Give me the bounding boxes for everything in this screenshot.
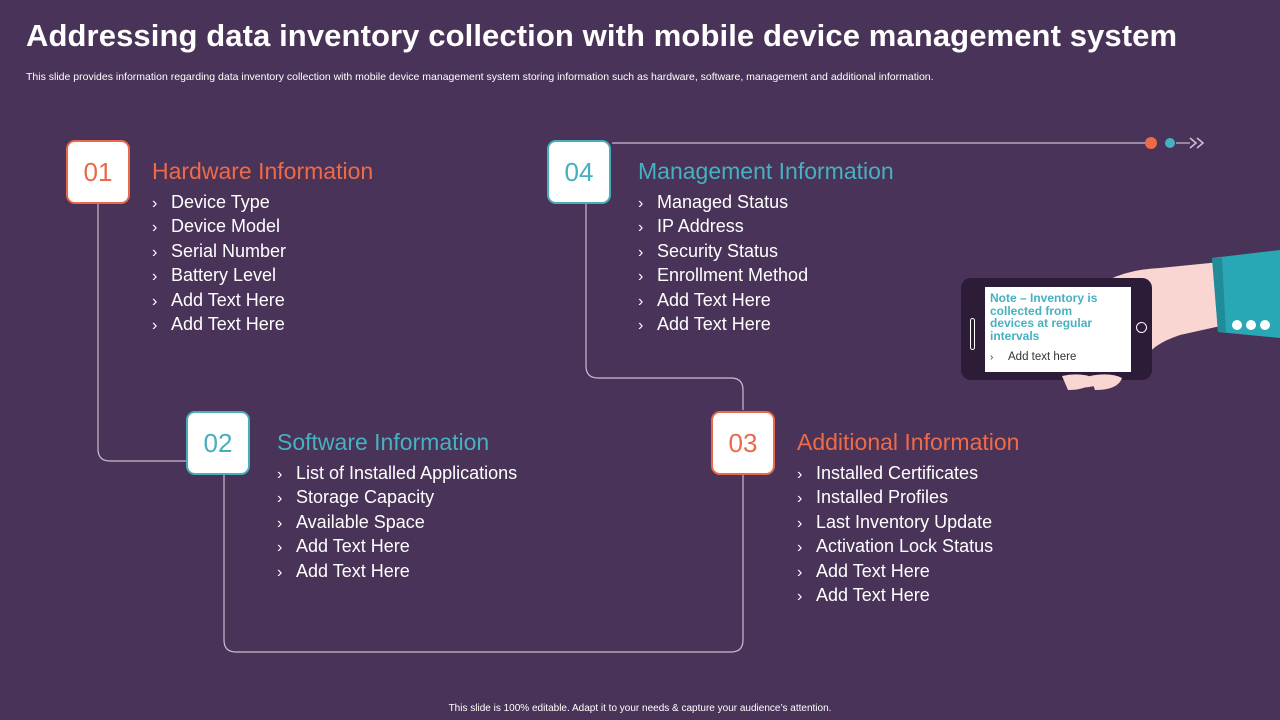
chevron-right-icon: › — [152, 243, 158, 261]
list-item: ›Device Type — [152, 191, 373, 215]
hardware-list: ›Device Type ›Device Model ›Serial Numbe… — [152, 191, 373, 337]
list-item: ›Security Status — [638, 240, 894, 264]
chevron-right-icon: › — [277, 490, 283, 508]
software-section: Software Information ›List of Installed … — [277, 429, 517, 584]
chevron-right-icon: › — [152, 219, 158, 237]
phone-home-button-icon — [1136, 322, 1147, 333]
list-item: ›Add Text Here — [797, 584, 1019, 608]
chevron-right-icon: › — [797, 514, 803, 532]
chevron-right-icon: › — [277, 514, 283, 532]
slide-subtitle: This slide provides information regardin… — [26, 71, 934, 83]
list-item: ›Last Inventory Update — [797, 511, 1019, 535]
chevron-right-icon: › — [990, 352, 994, 363]
orange-dot-icon — [1145, 137, 1157, 149]
slide-footer: This slide is 100% editable. Adapt it to… — [448, 703, 832, 714]
phone-illustration: Note – Inventory is collected from devic… — [961, 278, 1152, 380]
number-badge-02: 02 — [186, 411, 250, 475]
number-badge-04: 04 — [547, 140, 611, 204]
management-heading: Management Information — [638, 158, 894, 184]
chevron-right-icon: › — [638, 317, 644, 335]
phone-screen: Note – Inventory is collected from devic… — [985, 287, 1131, 372]
double-arrow-icon — [1189, 137, 1205, 149]
software-heading: Software Information — [277, 429, 490, 455]
list-item: ›IP Address — [638, 215, 894, 239]
teal-dot-icon — [1165, 138, 1175, 148]
list-item: ›Installed Certificates — [797, 462, 1019, 486]
number-badge-03: 03 — [711, 411, 775, 475]
list-item: ›Add Text Here — [152, 289, 373, 313]
additional-section: Additional Information ›Installed Certif… — [797, 429, 1019, 608]
chevron-right-icon: › — [797, 466, 803, 483]
management-list: ›Managed Status ›IP Address ›Security St… — [638, 191, 894, 337]
additional-heading: Additional Information — [797, 429, 1020, 455]
chevron-right-icon: › — [638, 268, 644, 286]
list-item: ›Available Space — [277, 511, 517, 535]
list-item: ›Enrollment Method — [638, 264, 894, 288]
chevron-right-icon: › — [277, 466, 283, 483]
list-item: ›Add Text Here — [638, 313, 894, 337]
hardware-heading: Hardware Information — [152, 158, 374, 184]
connector-01-02 — [97, 204, 186, 462]
software-list: ›List of Installed Applications ›Storage… — [277, 462, 517, 584]
list-item: ›Add Text Here — [277, 560, 517, 584]
list-item: ›Add Text Here — [638, 289, 894, 313]
additional-list: ›Installed Certificates ›Installed Profi… — [797, 462, 1019, 608]
chevron-right-icon: › — [797, 588, 803, 606]
phone-note: Note – Inventory is collected from devic… — [990, 291, 1098, 343]
chevron-right-icon: › — [797, 490, 803, 508]
phone-speaker-icon — [970, 318, 975, 350]
list-item: ›Storage Capacity — [277, 486, 517, 510]
chevron-right-icon: › — [797, 539, 803, 557]
chevron-right-icon: › — [638, 243, 644, 261]
chevron-right-icon: › — [638, 219, 644, 237]
list-item: ›Device Model — [152, 215, 373, 239]
list-item: ›Battery Level — [152, 264, 373, 288]
connector-02-03 — [223, 474, 744, 653]
connector-03-04 — [585, 204, 744, 410]
list-item: ›Activation Lock Status — [797, 535, 1019, 559]
list-item: ›Add Text Here — [797, 560, 1019, 584]
chevron-right-icon: › — [152, 268, 158, 286]
hardware-section: Hardware Information ›Device Type ›Devic… — [152, 158, 373, 337]
phone-note-item: ›Add text here — [990, 351, 1077, 363]
list-item: ›Serial Number — [152, 240, 373, 264]
list-item: ›Add Text Here — [277, 535, 517, 559]
chevron-right-icon: › — [638, 292, 644, 310]
chevron-right-icon: › — [152, 317, 158, 335]
chevron-right-icon: › — [797, 563, 803, 581]
management-section: Management Information ›Managed Status ›… — [638, 158, 894, 337]
list-item: ›Add Text Here — [152, 313, 373, 337]
number-badge-01: 01 — [66, 140, 130, 204]
list-item: ›Installed Profiles — [797, 486, 1019, 510]
chevron-right-icon: › — [277, 539, 283, 557]
list-item: ›Managed Status — [638, 191, 894, 215]
chevron-right-icon: › — [277, 563, 283, 581]
slide-title: Addressing data inventory collection wit… — [26, 18, 1178, 53]
chevron-right-icon: › — [152, 292, 158, 310]
chevron-right-icon: › — [152, 195, 158, 212]
list-item: ›List of Installed Applications — [277, 462, 517, 486]
chevron-right-icon: › — [638, 195, 644, 212]
